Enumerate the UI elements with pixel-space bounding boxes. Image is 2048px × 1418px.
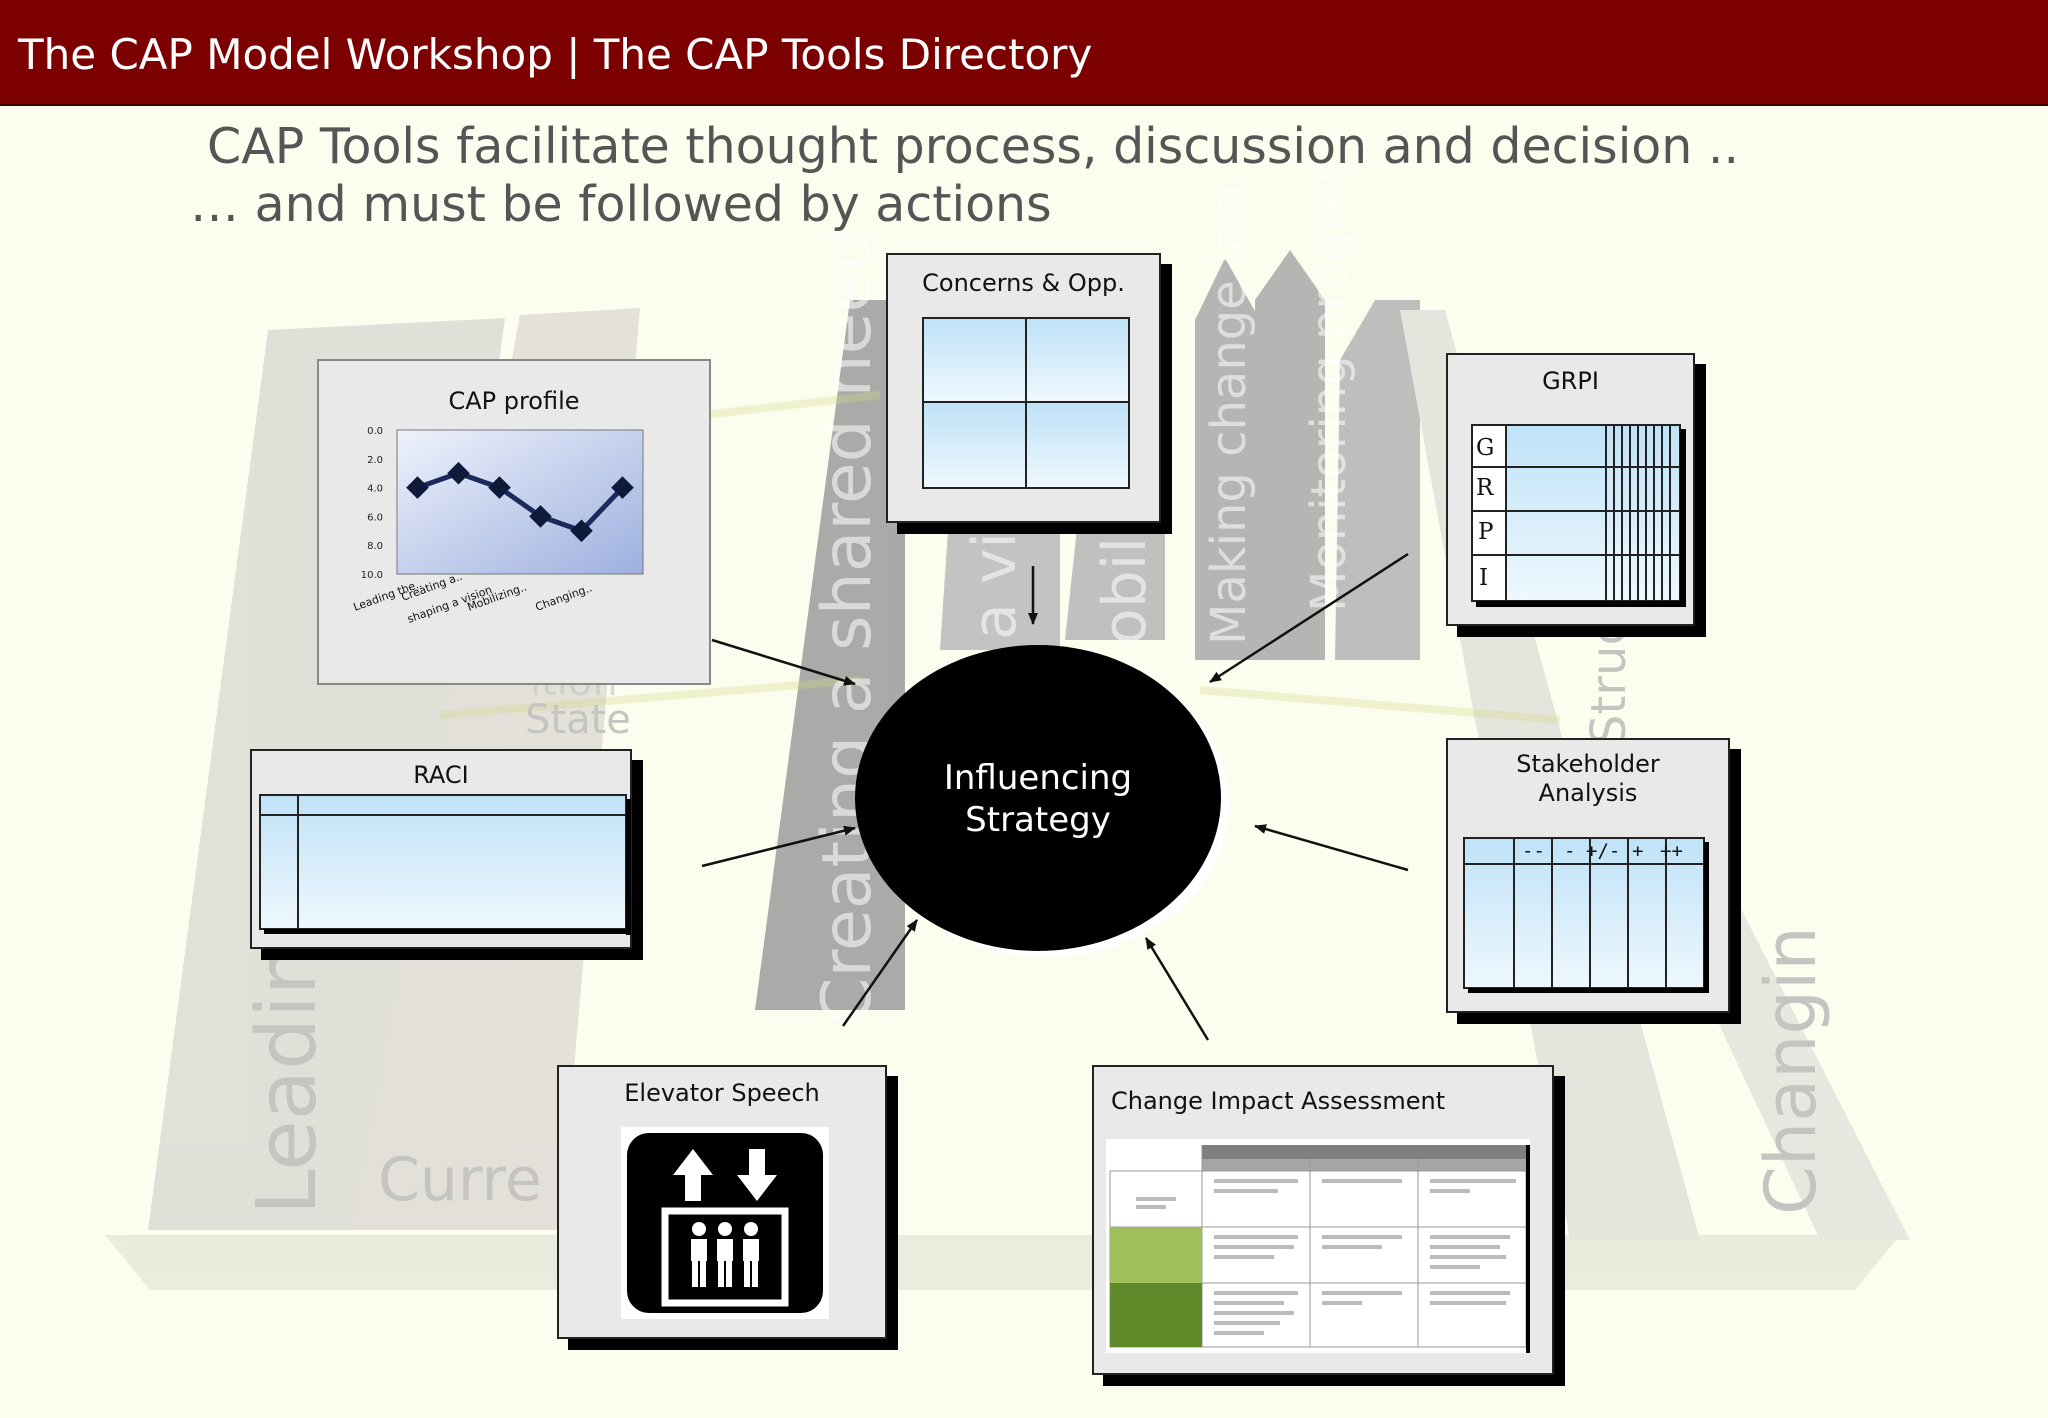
concerns-cell-3 bbox=[922, 401, 1027, 489]
concerns-cell-4 bbox=[1025, 401, 1130, 489]
cap-profile-chart: 0.02.04.06.08.010.0 Leading the..Creatin… bbox=[352, 426, 644, 626]
bg-label-current: Curre bbox=[378, 1145, 542, 1215]
grpi-letter-r: R bbox=[1476, 475, 1494, 501]
grpi-letter-i: I bbox=[1479, 565, 1489, 591]
cap-profile-y-tick: 2.0 bbox=[367, 455, 383, 466]
bg-label-changin: Changin bbox=[1750, 926, 1832, 1215]
elevator-speech-card: Elevator Speech bbox=[557, 1065, 887, 1339]
grpi-card: GRPI G R P I bbox=[1446, 353, 1695, 626]
cap-profile-y-tick: 0.0 bbox=[367, 426, 383, 437]
stakeholder-header-negative: - bbox=[1564, 840, 1576, 862]
cap-profile-title: CAP profile bbox=[448, 387, 580, 415]
grpi-letter-g: G bbox=[1476, 435, 1495, 461]
raci-grid bbox=[259, 794, 631, 935]
cap-profile-y-tick: 10.0 bbox=[361, 570, 383, 581]
bg-label-monitoring: Monitoring progress bbox=[1301, 133, 1357, 612]
page-title: The CAP Model Workshop | The CAP Tools D… bbox=[18, 30, 1093, 79]
stakeholder-analysis-card: Stakeholder Analysis -- - +/- + ++ bbox=[1446, 738, 1730, 1013]
hub-label-line-2: Strategy bbox=[965, 800, 1111, 840]
cia-thumbnail-table bbox=[1106, 1139, 1530, 1353]
stakeholder-header-very-negative: -- bbox=[1522, 840, 1545, 862]
bg-label-state: State bbox=[525, 697, 631, 743]
elevator-title: Elevator Speech bbox=[624, 1079, 820, 1107]
cap-profile-y-tick: 6.0 bbox=[367, 512, 383, 523]
change-impact-assessment-card: Change Impact Assessment bbox=[1092, 1065, 1554, 1375]
subtitle-line-2: … and must be followed by actions bbox=[190, 176, 1052, 233]
raci-card: RACI bbox=[250, 749, 632, 949]
header-bar: The CAP Model Workshop | The CAP Tools D… bbox=[0, 0, 2048, 106]
bg-label-change-last: Making change last bbox=[1201, 178, 1257, 645]
stakeholder-header-positive: + bbox=[1632, 840, 1644, 862]
elevator-icon bbox=[621, 1127, 829, 1319]
hub-label-line-1: Influencing bbox=[943, 758, 1133, 798]
cap-profile-y-tick: 4.0 bbox=[367, 484, 383, 495]
influencing-strategy-hub: Influencing Strategy bbox=[855, 645, 1221, 951]
stakeholder-title-line-1: Stakeholder bbox=[1516, 750, 1660, 778]
grpi-letter-p: P bbox=[1478, 519, 1494, 545]
grpi-grid bbox=[1471, 424, 1686, 607]
stakeholder-header-very-positive: ++ bbox=[1660, 840, 1683, 862]
subtitle-line-1: CAP Tools facilitate thought process, di… bbox=[207, 118, 1740, 175]
stakeholder-title-line-2: Analysis bbox=[1538, 779, 1638, 807]
cia-title: Change Impact Assessment bbox=[1111, 1087, 1446, 1115]
concerns-cell-1 bbox=[922, 317, 1027, 403]
concerns-cell-2 bbox=[1025, 317, 1130, 403]
grpi-title: GRPI bbox=[1542, 367, 1599, 395]
cap-profile-x-label: Changing.. bbox=[534, 581, 594, 614]
cap-profile-point bbox=[447, 461, 470, 485]
bg-label-shared-need: Creating a shared need bbox=[808, 228, 887, 1025]
concerns-opportunities-card: Concerns & Opp. bbox=[886, 253, 1161, 523]
concerns-title: Concerns & Opp. bbox=[922, 269, 1125, 297]
cap-profile-y-tick: 8.0 bbox=[367, 541, 383, 552]
stakeholder-header-neutral: +/- bbox=[1586, 840, 1621, 862]
raci-title: RACI bbox=[413, 761, 469, 789]
stakeholder-grid bbox=[1463, 837, 1709, 993]
